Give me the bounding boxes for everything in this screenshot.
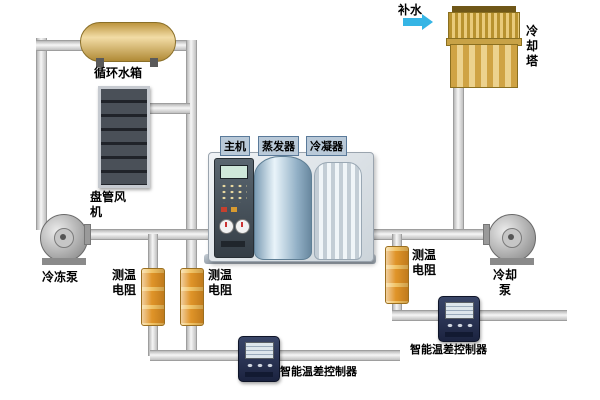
cooling-tower-cap xyxy=(452,6,516,12)
temp-sensor-2 xyxy=(180,268,204,326)
tank-leg-left xyxy=(96,58,104,67)
cooling-pump-base xyxy=(490,258,534,265)
temp-sensor-3-label: 测温电阻 xyxy=(412,248,437,277)
makeup-water-label: 补水 xyxy=(398,3,423,17)
cooling-tower-label: 冷却塔 xyxy=(526,24,539,68)
temp-controller-2-label: 智能温差控制器 xyxy=(410,344,487,356)
panel-gauge-2 xyxy=(235,219,250,234)
controller-2-screen xyxy=(445,302,474,319)
pipe-tank-right-connector xyxy=(164,40,196,51)
cooling-tower-fins xyxy=(448,12,520,40)
cooling-pump-label: 冷却泵 xyxy=(492,268,517,297)
temp-sensor-1-label: 测温电阻 xyxy=(112,268,137,297)
pipe-left-riser xyxy=(36,38,47,230)
circulation-tank-label: 循环水箱 xyxy=(94,66,143,80)
panel-indicator-amber xyxy=(231,207,237,212)
panel-gauge-1 xyxy=(219,219,234,234)
tank-leg-right xyxy=(150,58,158,67)
cooling-tower-body xyxy=(450,44,518,88)
controller-1-buttons xyxy=(245,362,273,369)
cooling-tower xyxy=(446,6,522,88)
pipe-chilled-supply xyxy=(80,229,214,240)
pipe-middle-riser xyxy=(186,40,197,355)
main-unit-label-badge: 主机 xyxy=(220,136,250,156)
cooling-pump-flange xyxy=(483,224,490,245)
fan-coil-label: 盘管风机 xyxy=(90,190,127,219)
panel-indicator-bar xyxy=(221,241,245,247)
panel-indicator-red xyxy=(221,207,227,212)
temp-controller-1-label: 智能温差控制器 xyxy=(280,366,357,378)
chilled-pump-label: 冷冻泵 xyxy=(42,270,79,284)
pipe-fancoil-connector xyxy=(144,103,190,114)
temp-sensor-2-label: 测温电阻 xyxy=(208,268,233,297)
condenser-label-badge: 冷凝器 xyxy=(306,136,347,156)
temp-controller-2 xyxy=(438,296,480,342)
controller-2-band xyxy=(445,332,473,337)
evaporator-vessel xyxy=(254,156,312,260)
pipe-tank-left-connector xyxy=(36,40,86,51)
temp-sensor-3 xyxy=(385,246,409,304)
controller-1-screen xyxy=(245,342,274,359)
pipe-tower-riser xyxy=(453,84,464,234)
chiller-control-panel xyxy=(214,158,254,258)
temp-controller-1 xyxy=(238,336,280,382)
temp-sensor-1 xyxy=(141,268,165,326)
circulation-tank-body xyxy=(80,22,176,62)
controller-2-buttons xyxy=(445,322,473,329)
chilled-pump-hub-dot xyxy=(60,234,66,240)
controller-1-band xyxy=(245,372,273,377)
chilled-pump-flange xyxy=(84,224,91,245)
evaporator-label-badge: 蒸发器 xyxy=(258,136,299,156)
condenser-vessel xyxy=(314,162,362,260)
cooling-pump-hub-dot xyxy=(508,234,514,240)
pipe-cooling-supply xyxy=(366,229,490,240)
panel-screen xyxy=(220,165,248,179)
chilled-pump-base xyxy=(42,258,86,265)
panel-keypad xyxy=(220,183,247,203)
fan-coil-unit xyxy=(98,86,150,188)
